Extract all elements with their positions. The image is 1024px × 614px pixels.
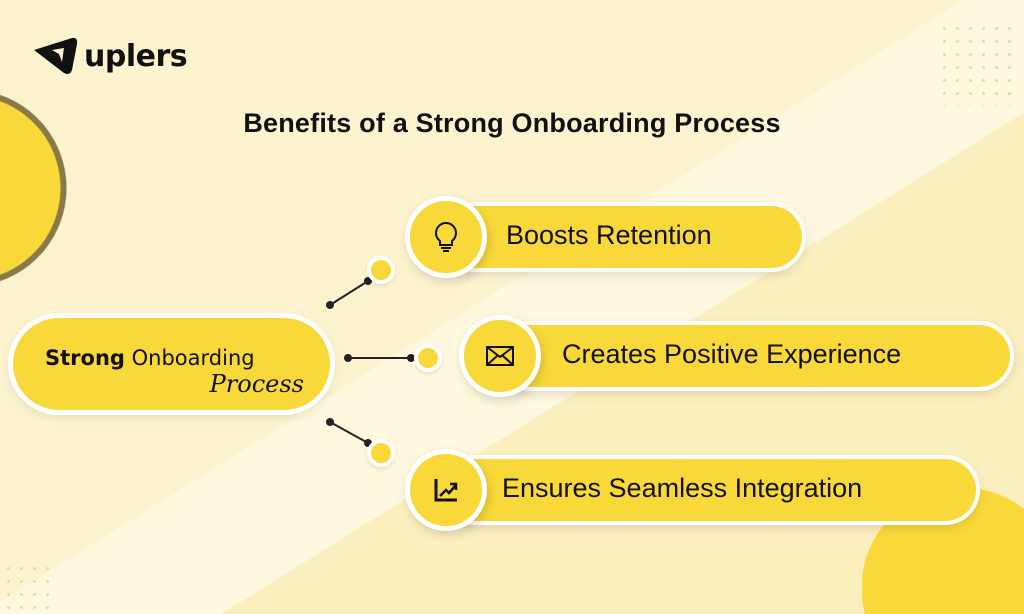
page-title: Benefits of a Strong Onboarding Process: [243, 108, 781, 138]
connector-dot: [367, 256, 395, 284]
center-script-text: Process: [209, 370, 304, 398]
envelope-icon: [459, 315, 541, 397]
uplers-logo: uplers: [32, 36, 188, 76]
benefit-creates-positive-experience: Creates Positive Experience: [494, 321, 1014, 391]
decor-dots-bottom-left: [2, 562, 54, 614]
benefit-label: Creates Positive Experience: [562, 339, 902, 369]
connector-dot: [367, 439, 395, 467]
lightbulb-icon: [405, 196, 487, 278]
decor-circle-left: [0, 88, 70, 288]
center-bold-text: Strong: [45, 346, 125, 370]
benefit-ensures-seamless-integration: Ensures Seamless Integration: [440, 455, 980, 525]
benefit-label: Ensures Seamless Integration: [502, 473, 863, 503]
logo-text: uplers: [84, 38, 188, 74]
connector-dot: [414, 344, 442, 372]
benefit-boosts-retention: Boosts Retention: [440, 202, 806, 272]
decor-dots-top-right: [938, 22, 1020, 106]
center-regular-text: Onboarding: [131, 346, 255, 370]
central-node: Strong Onboarding Process: [8, 313, 335, 415]
logo-mark-icon: [34, 37, 78, 74]
chart-growth-icon: [405, 449, 487, 531]
benefit-label: Boosts Retention: [506, 220, 712, 250]
